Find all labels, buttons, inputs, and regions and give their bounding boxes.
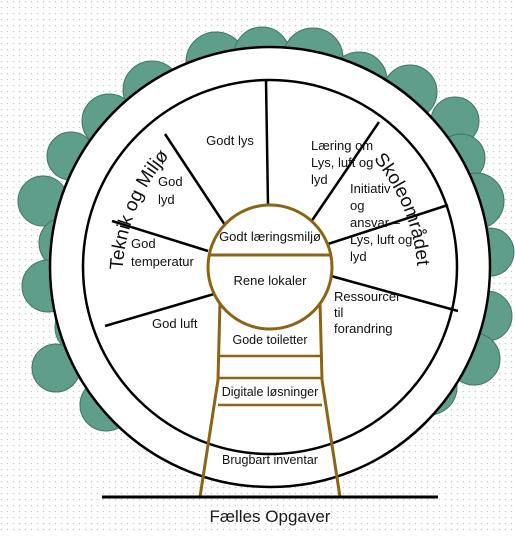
trunk-left-edge bbox=[198, 301, 222, 498]
wheel-spoke bbox=[327, 203, 449, 246]
trunk-right-edge bbox=[318, 301, 342, 498]
segment-label-line: og bbox=[350, 198, 364, 213]
wheel-spoke bbox=[104, 292, 215, 328]
wheel-spoke bbox=[111, 219, 209, 253]
wheel-spoke bbox=[264, 79, 270, 206]
hub-circle bbox=[206, 203, 334, 331]
trunk-level-label: Digitale løsninger bbox=[222, 385, 319, 399]
segment-label-line: Læring om bbox=[311, 138, 373, 153]
wheel-spoke bbox=[309, 121, 381, 223]
segment-label-line: ansvar – bbox=[350, 215, 401, 230]
hub-bottom-label: Rene lokaler bbox=[234, 273, 308, 288]
segment-label: Godt lys bbox=[206, 133, 254, 148]
wheel-spoke bbox=[330, 274, 459, 313]
wheel-spoke bbox=[163, 133, 227, 226]
segment-label-line: Initiativ bbox=[350, 181, 391, 196]
segment-label: God temperatur bbox=[131, 236, 195, 269]
trunk-level-label: Brugbart inventar bbox=[222, 453, 318, 467]
wheel-spokes bbox=[104, 79, 459, 328]
segment-label-line: forandring bbox=[334, 321, 393, 336]
segment-label-line: lyd bbox=[350, 249, 367, 264]
tree-trunk bbox=[198, 301, 342, 498]
ground-label: Fælles Opgaver bbox=[210, 507, 331, 526]
hub-top-label: Godt læringsmiljø bbox=[219, 229, 321, 244]
segment-label-line: lyd bbox=[311, 172, 328, 187]
segment-label-line: Godt lys bbox=[206, 133, 254, 148]
segment-label: Initiativ og ansvar – Lys, luft og lyd bbox=[350, 181, 412, 264]
segment-label: God lyd bbox=[158, 174, 183, 207]
segment-label: Læring om Lys, luft og lyd bbox=[311, 138, 373, 187]
segment-label-line: lyd bbox=[158, 192, 175, 207]
segment-label-line: Lys, luft og bbox=[350, 232, 412, 247]
segment-label-line: temperatur bbox=[131, 254, 195, 269]
segment-label-line: Ressourcer bbox=[334, 289, 401, 304]
segment-label: God luft bbox=[152, 316, 198, 331]
segment-label-line: God luft bbox=[152, 316, 198, 331]
hub: Godt læringsmiljø Rene lokaler bbox=[206, 203, 334, 331]
segment-label-line: God bbox=[131, 236, 156, 251]
trunk-level-label: Gode toiletter bbox=[232, 333, 307, 347]
segment-label-line: Lys, luft og bbox=[311, 155, 373, 170]
segment-label-line: God bbox=[158, 174, 183, 189]
segment-label-line: til bbox=[334, 305, 344, 320]
